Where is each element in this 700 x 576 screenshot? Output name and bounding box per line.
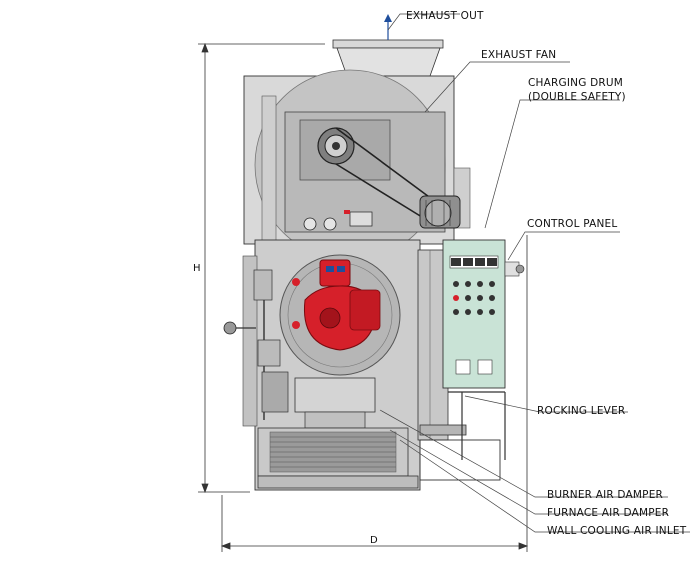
exhaust-outlet <box>332 14 444 77</box>
label-exhaust-out: EXHAUST OUT <box>406 10 484 22</box>
cooling-air-grille <box>269 431 397 473</box>
lower-dampers <box>257 377 501 489</box>
exhaust-arrow-icon <box>384 14 392 22</box>
leader-lines <box>379 13 690 533</box>
label-furnace-air-damper: FURNACE AIR DAMPER <box>547 507 669 519</box>
depth-dimension <box>220 235 529 552</box>
label-wall-cooling-air-inlet: WALL COOLING AIR INLET <box>547 525 687 537</box>
control-panel <box>442 239 525 389</box>
exhaust-fan-housing <box>243 69 471 261</box>
label-exhaust-fan: EXHAUST FAN <box>481 49 556 61</box>
depth-dim-label: D <box>370 535 378 546</box>
label-charging-drum: CHARGING DRUM <box>528 77 623 89</box>
fan-motor <box>419 195 461 229</box>
label-control-panel: CONTROL PANEL <box>527 218 617 230</box>
label-charging-drum-note: (DOUBLE SAFETY) <box>528 91 626 103</box>
height-dim-label: H <box>193 263 201 274</box>
label-burner-air-damper: BURNER AIR DAMPER <box>547 489 663 501</box>
burner-assembly <box>292 259 381 351</box>
height-dimension <box>198 42 325 494</box>
label-rocking-lever: ROCKING LEVER <box>537 405 625 417</box>
